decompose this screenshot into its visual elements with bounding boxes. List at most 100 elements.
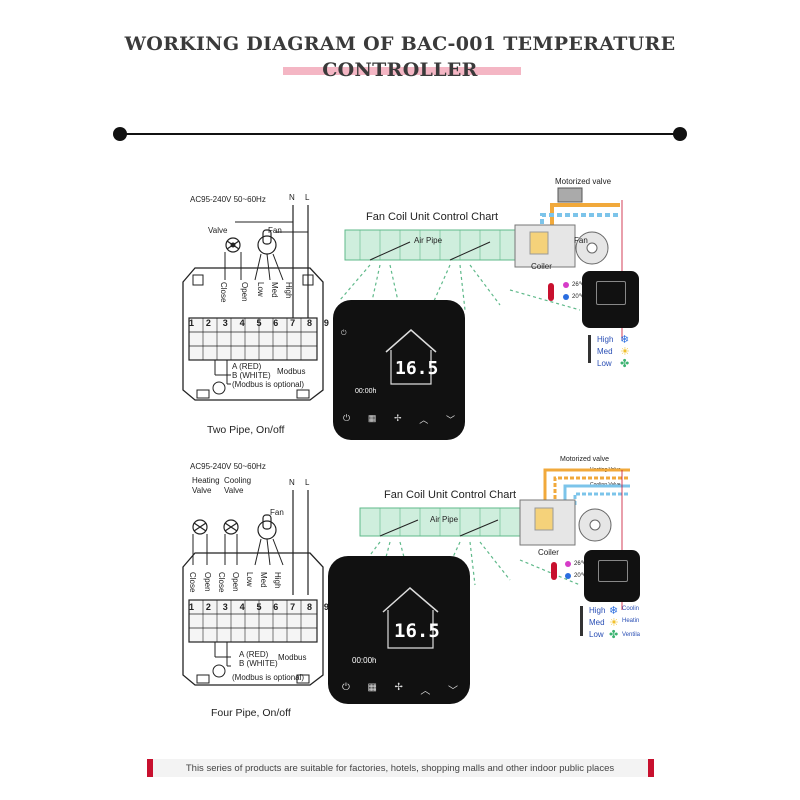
top-terminal-number: 5 bbox=[256, 318, 262, 328]
bottom-small-thermostat bbox=[584, 550, 640, 602]
top-fan-label: Fan bbox=[268, 226, 282, 235]
top-fcu-diagram bbox=[339, 187, 623, 340]
top-thermostat-buttons: ⏻ ▦ ✢ ︿ ﹀ bbox=[343, 413, 455, 426]
top-terminal-close: Close bbox=[219, 282, 228, 303]
bottom-live-label: L bbox=[305, 478, 310, 487]
footer-right-accent bbox=[648, 759, 654, 777]
bottom-speed-med: Med bbox=[589, 618, 605, 627]
down-button-icon: ﹀ bbox=[445, 415, 455, 425]
top-hot-dot-icon bbox=[563, 282, 569, 288]
bottom-mode-ventilation: Ventila bbox=[622, 632, 641, 638]
bottom-modbus-b: B (WHITE) bbox=[239, 659, 278, 668]
snowflake-icon: ❄ bbox=[609, 605, 619, 617]
bottom-thermostat: 16.5 00:00h ⏻ ▦ ✢ ︿ ﹀ bbox=[328, 556, 470, 704]
top-terminal-number: 3 bbox=[222, 318, 228, 328]
footer-text: This series of products are suitable for… bbox=[185, 763, 615, 774]
power-button-icon: ⏻ bbox=[343, 413, 351, 423]
bottom-thermostat-buttons: ⏻ ▦ ✢ ︿ ﹀ bbox=[342, 682, 458, 697]
top-power-supply-label: AC95-240V 50~60Hz bbox=[190, 195, 266, 204]
bottom-hot-dot-icon bbox=[565, 561, 571, 567]
title-underline bbox=[283, 67, 521, 75]
bottom-terminal-number: 7 bbox=[290, 602, 296, 612]
top-speed-bar bbox=[588, 335, 591, 363]
top-cold-dot-icon bbox=[563, 294, 569, 300]
bottom-modbus-note: (Modbus is optional) bbox=[232, 673, 305, 682]
top-thermostat: ⏻ 16.5 00:00h ⏻ ▦ ✢ ︿ ﹀ bbox=[333, 300, 465, 440]
bottom-terminal-number: 4 bbox=[239, 602, 245, 612]
sun-icon: ☀ bbox=[620, 346, 630, 358]
bottom-chart-title: Fan Coil Unit Control Chart bbox=[384, 489, 517, 501]
top-neutral-label: N bbox=[289, 193, 295, 202]
top-live-label: L bbox=[305, 193, 310, 202]
top-terminal-number: 1 bbox=[189, 318, 195, 328]
top-small-thermostat-screen bbox=[596, 281, 626, 305]
top-terminal-med: Med bbox=[270, 282, 279, 298]
top-terminal-number: 7 bbox=[290, 318, 296, 328]
sun-icon: ☀ bbox=[609, 617, 619, 629]
mode-button-icon: ▦ bbox=[367, 682, 377, 693]
top-thermostat-power-icon: ⏻ bbox=[341, 330, 347, 337]
top-terminal-numbers: 1 2 3 4 5 6 7 8 9 bbox=[189, 318, 329, 328]
top-terminal-number: 6 bbox=[273, 318, 279, 328]
bottom-speed-bar bbox=[580, 606, 583, 636]
top-modbus-label: Modbus bbox=[277, 367, 306, 376]
top-terminal-open: Open bbox=[240, 282, 249, 302]
bottom-terminal-close-2: Close bbox=[217, 572, 226, 593]
snowflake-icon: ❄ bbox=[620, 334, 630, 346]
bottom-cooling-valve-label: Cooling Valve bbox=[224, 476, 252, 495]
bottom-coiler-label: Coiler bbox=[538, 548, 559, 557]
bottom-thermostat-time: 00:00h bbox=[352, 656, 377, 665]
bottom-terminal-number: 1 bbox=[189, 602, 195, 612]
top-chart-title: Fan Coil Unit Control Chart bbox=[366, 211, 499, 223]
bottom-cold-dot-icon bbox=[565, 573, 571, 579]
bottom-terminal-close-1: Close bbox=[188, 572, 197, 593]
bottom-heating-valve-label: Heating Valve bbox=[192, 476, 220, 495]
top-speed-high: High bbox=[597, 335, 614, 344]
bottom-speed-high: High bbox=[589, 606, 606, 615]
top-modbus-a: A (RED) bbox=[232, 362, 262, 371]
bottom-terminal-number: 3 bbox=[222, 602, 228, 612]
bottom-temp-hot: 26℃ bbox=[574, 561, 588, 567]
fan-button-icon: ✢ bbox=[394, 413, 402, 423]
bottom-terminal-numbers: 1 2 3 4 5 6 7 8 9 bbox=[189, 602, 329, 612]
bottom-terminal-number: 8 bbox=[307, 602, 313, 612]
top-wiring-diagram bbox=[182, 205, 324, 401]
page-title-line1: WORKING DIAGRAM OF BAC-001 TEMPERATURE bbox=[124, 33, 676, 55]
bottom-modbus-label: Modbus bbox=[278, 653, 307, 662]
top-small-thermostat bbox=[582, 271, 639, 328]
page-title-line2: CONTROLLER bbox=[322, 59, 478, 81]
fan-button-icon: ✢ bbox=[394, 682, 403, 693]
top-terminal-low: Low bbox=[256, 282, 265, 297]
top-thermometer-icon bbox=[548, 283, 554, 301]
mode-button-icon: ▦ bbox=[367, 413, 377, 423]
bottom-temp-cold: 20℃ bbox=[574, 573, 588, 579]
bottom-thermostat-house-icon bbox=[382, 587, 439, 649]
bottom-terminal-high: High bbox=[273, 572, 282, 589]
top-thermostat-temp: 16.5 bbox=[395, 358, 439, 379]
top-fan-unit-label: Fan bbox=[574, 236, 588, 245]
bottom-terminal-number: 9 bbox=[323, 602, 329, 612]
bottom-terminal-open-1: Open bbox=[203, 572, 212, 592]
top-modbus-note: (Modbus is optional) bbox=[232, 380, 305, 389]
footer-left-accent bbox=[147, 759, 153, 777]
bottom-terminal-number: 2 bbox=[205, 602, 211, 612]
bottom-terminal-med: Med bbox=[259, 572, 268, 588]
top-air-pipe-label: Air Pipe bbox=[414, 236, 443, 245]
bottom-speed-low: Low bbox=[589, 630, 604, 639]
top-motorized-valve-label: Motorized valve bbox=[555, 177, 612, 186]
bottom-thermostat-temp: 16.5 bbox=[394, 620, 440, 642]
fan-mode-icon: ✤ bbox=[609, 629, 619, 641]
top-thermostat-time: 00:00h bbox=[355, 388, 377, 395]
bottom-power-supply-label: AC95-240V 50~60Hz bbox=[190, 462, 266, 471]
bottom-terminal-number: 6 bbox=[273, 602, 279, 612]
top-modbus-b: B (WHITE) bbox=[232, 371, 271, 380]
top-thermostat-house-icon bbox=[385, 329, 437, 385]
footer-band bbox=[153, 759, 648, 777]
bottom-caption: Four Pipe, On/off bbox=[211, 707, 291, 719]
bottom-small-thermostat-screen bbox=[598, 560, 628, 582]
bottom-terminal-low: Low bbox=[245, 572, 254, 587]
top-terminal-high: High bbox=[284, 282, 293, 299]
top-caption: Two Pipe, On/off bbox=[207, 424, 285, 436]
up-button-icon: ︿ bbox=[420, 686, 431, 697]
power-button-icon: ⏻ bbox=[342, 682, 350, 693]
